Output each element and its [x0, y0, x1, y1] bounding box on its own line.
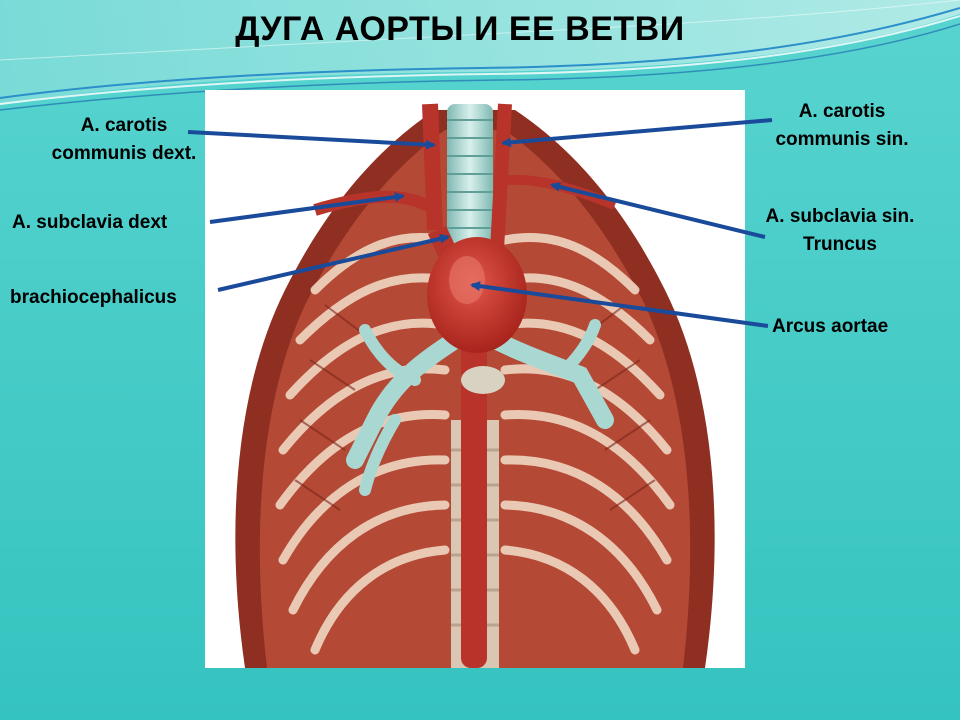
label-arcus-aortae: Arcus aortae [772, 316, 889, 337]
arrow-subclavia-sin [550, 182, 766, 239]
thorax-anatomy-illustration [205, 90, 745, 668]
arrow-carotis-sin [501, 118, 773, 148]
label-carotis-communis-sin: A. carotis communis sin. [752, 98, 932, 154]
arrow-arcus-aortae [470, 281, 769, 328]
label-line: A. carotis [798, 101, 886, 122]
slide-title: ДУГА АОРТЫ И ЕЕ ВЕТВИ [235, 10, 685, 48]
label-subclavia-dext: A. subclavia dext [12, 212, 168, 233]
label-line: communis sin. [775, 129, 909, 150]
label-line: A. subclavia sin. [765, 206, 915, 227]
arrow-brachiocephalicus [217, 233, 450, 292]
label-line: communis dext. [51, 143, 197, 164]
label-line: Truncus [803, 234, 877, 255]
label-subclavia-sin: A. subclavia sin. Truncus [742, 203, 938, 259]
arrow-subclavia-dext [209, 192, 405, 224]
label-brachiocephalicus: brachiocephalicus [10, 287, 177, 308]
label-carotis-communis-dext: A. carotis communis dext. [28, 112, 220, 168]
label-line: A. carotis [80, 115, 168, 136]
arrow-carotis-dext [187, 130, 436, 150]
